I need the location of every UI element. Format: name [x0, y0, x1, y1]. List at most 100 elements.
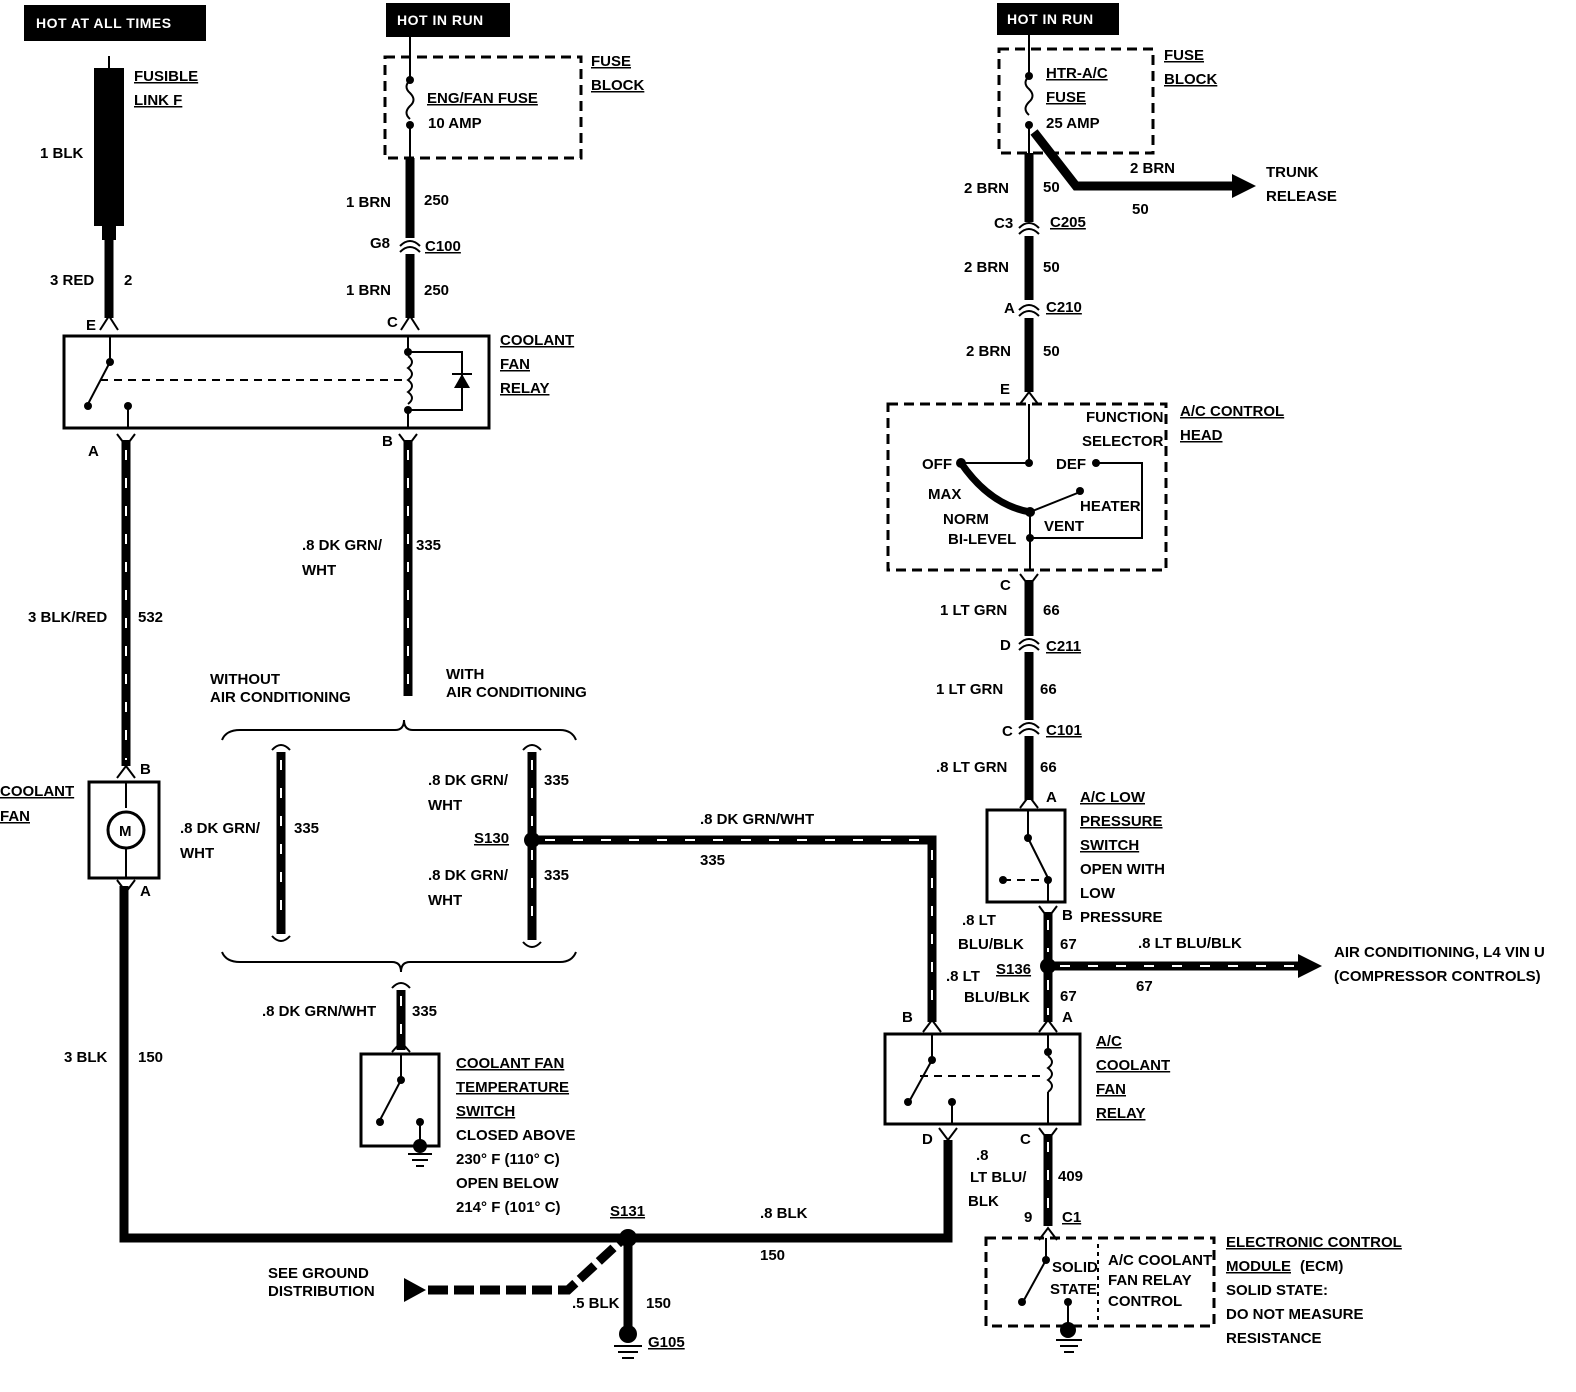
temp-switch-desc-1: CLOSED ABOVE [456, 1127, 575, 1144]
wire-label-dkgrn-d-1: .8 DK GRN/ [428, 867, 509, 884]
pin-e: E [86, 317, 96, 334]
ecm-inner-right-3: CONTROL [1108, 1293, 1182, 1310]
wire-num-150-a: 150 [138, 1049, 163, 1066]
splice-s130-label: S130 [474, 830, 509, 847]
motor-label: M [119, 823, 132, 840]
wire-label-dkgrn-a-1: .8 DK GRN/ [302, 537, 383, 554]
wire-label-dkgrn-c-1: .8 DK GRN/ [428, 772, 509, 789]
wire-num-50-b: 50 [1043, 179, 1060, 196]
wire-label-dkgrn-c-2: WHT [428, 797, 462, 814]
fan-pin-b: B [140, 761, 151, 778]
wire-label-ltblu-a-1: .8 LT [962, 912, 996, 929]
wire-label-dkgrn-b-1: .8 DK GRN/ [180, 820, 261, 837]
wire-label-1ltgrn-a: 1 LT GRN [940, 602, 1007, 619]
wire-label-ltblu-c: .8 LT BLU/BLK [1138, 935, 1242, 952]
head-pin-c: C [1000, 577, 1011, 594]
trunk-release-label-1: TRUNK [1266, 164, 1319, 181]
wire-label-1brn-a: 1 BRN [346, 194, 391, 211]
htr-ac-fuse-label-2: FUSE [1046, 89, 1086, 106]
relay2-pin-b: B [902, 1009, 913, 1026]
ac-control-head [886, 402, 1168, 572]
wire-num-409: 409 [1058, 1168, 1083, 1185]
hot-at-all-times-label: HOT AT ALL TIMES [36, 15, 172, 31]
connector-c101: C101 [1046, 722, 1082, 739]
fan-pin-a: A [140, 883, 151, 900]
relay2-pin-c: C [1020, 1131, 1031, 1148]
wire-label-2brn-c: 2 BRN [964, 259, 1009, 276]
wire-num-67-c: 67 [1136, 978, 1153, 995]
ecm-inner-right-1: A/C COOLANT [1108, 1252, 1212, 1269]
selector-norm: NORM [943, 511, 989, 528]
splice-s131-label: S131 [610, 1203, 645, 1220]
wire-num-2: 2 [124, 272, 132, 289]
wire-label-5blk: .5 BLK [572, 1295, 620, 1312]
hot-in-run-tag-2 [997, 3, 1119, 35]
ecm-desc-1: SOLID STATE: [1226, 1282, 1328, 1299]
ac-relay-label-2: COOLANT [1096, 1057, 1170, 1074]
connector-c3: C3 [994, 215, 1013, 232]
temp-switch-desc-2: 230° F (110° C) [456, 1151, 560, 1168]
wire-label-1ltgrn-b: 1 LT GRN [936, 681, 1003, 698]
without-ac-label-1: WITHOUT [210, 671, 280, 688]
fuse-block-2-label-1: FUSE [1164, 47, 1204, 64]
wire-num-335-d: 335 [544, 867, 569, 884]
coolant-fan-label-2: FAN [0, 808, 30, 825]
with-ac-label-2: AIR CONDITIONING [446, 684, 587, 701]
pin-c: C [387, 314, 398, 331]
ecm-desc-3: RESISTANCE [1226, 1330, 1322, 1347]
lps-label-2: PRESSURE [1080, 813, 1163, 830]
wire-dk-grn-wht-e [532, 835, 937, 1022]
coolant-fan-label-1: COOLANT [0, 783, 74, 800]
wire-label-dkgrn-e: .8 DK GRN/WHT [700, 811, 814, 828]
ecm-inner-right-2: FAN RELAY [1108, 1272, 1192, 1289]
coolant-fan-relay-label-3: RELAY [500, 380, 549, 397]
fuse-block-1-label-1: FUSE [591, 53, 631, 70]
wire-label-3red: 3 RED [50, 272, 94, 289]
relay2-pin-a: A [1062, 1009, 1073, 1026]
wire-num-335-e: 335 [700, 852, 725, 869]
splice-s136-label: S136 [996, 961, 1031, 978]
hot-in-run-label-1: HOT IN RUN [397, 12, 484, 28]
coolant-fan-relay-label-2: FAN [500, 356, 530, 373]
lps-desc-3: PRESSURE [1080, 909, 1163, 926]
connector-c100: C100 [425, 238, 461, 255]
lps-desc-2: LOW [1080, 885, 1116, 902]
connector-c1: C1 [1062, 1209, 1081, 1226]
wire-num-335-f: 335 [412, 1003, 437, 1020]
fusible-link-label-2: LINK F [134, 92, 182, 109]
wire-num-66-a: 66 [1043, 602, 1060, 619]
ac-coolant-fan-relay [883, 1032, 1082, 1126]
selector-heater: HEATER [1080, 498, 1141, 515]
wire-label-3blk: 3 BLK [64, 1049, 108, 1066]
fuse-block-1 [383, 55, 583, 160]
ecm-label-2: MODULE [1226, 1258, 1291, 1275]
wire-label-dkgrn-a-2: WHT [302, 562, 336, 579]
fuse-block-1-label-2: BLOCK [591, 77, 644, 94]
wire-num-335-a: 335 [416, 537, 441, 554]
fuse-block-2-label-2: BLOCK [1164, 71, 1217, 88]
ecm-inner-2: STATE [1050, 1281, 1097, 1298]
fusible-link-label-1: FUSIBLE [134, 68, 198, 85]
connector-c210: C210 [1046, 299, 1082, 316]
wire-label-ltblu-a-2: BLU/BLK [958, 936, 1024, 953]
wire-label-dkgrn-b-2: WHT [180, 845, 214, 862]
temp-switch-label-1: COOLANT FAN [456, 1055, 564, 1072]
wire-num-67-a: 67 [1060, 936, 1077, 953]
without-ac-label-2: AIR CONDITIONING [210, 689, 351, 706]
wire-label-ltblu-d-3: BLK [968, 1193, 999, 1210]
wire-label-2brn-a: 2 BRN [1130, 160, 1175, 177]
connector-a: A [1004, 300, 1015, 317]
head-pin-e: E [1000, 381, 1010, 398]
eng-fan-fuse-rating: 10 AMP [428, 115, 482, 132]
wire-num-66-c: 66 [1040, 759, 1057, 776]
temp-switch-desc-3: OPEN BELOW [456, 1175, 559, 1192]
wire-num-50-c: 50 [1043, 259, 1060, 276]
wire-label-ltblu-b-2: BLU/BLK [964, 989, 1030, 1006]
wire-label-3blkred: 3 BLK/RED [28, 609, 107, 626]
wire-label-dkgrn-d-2: WHT [428, 892, 462, 909]
fuse-block-2 [997, 47, 1155, 155]
wire-num-50-a: 50 [1132, 201, 1149, 218]
wire-num-532: 532 [138, 609, 163, 626]
ac-relay-label-1: A/C [1096, 1033, 1122, 1050]
connector-9: 9 [1024, 1209, 1032, 1226]
